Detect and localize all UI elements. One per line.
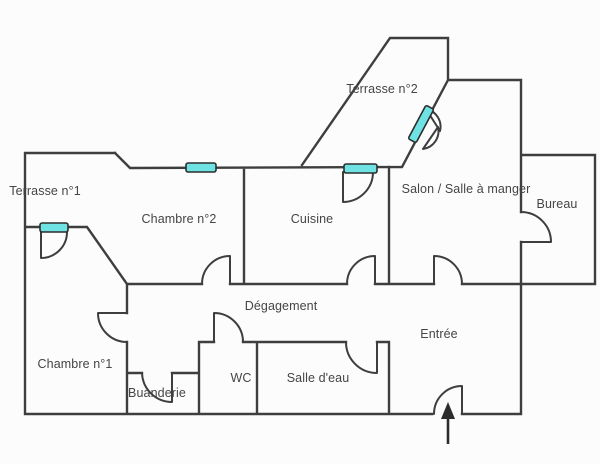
window-terrasse-1 [39, 222, 69, 233]
windows [39, 105, 434, 233]
room-label-buanderie: Buanderie [128, 386, 186, 400]
window-cuisine [343, 163, 378, 174]
room-label-salle-deau: Salle d'eau [286, 371, 350, 385]
room-label-salon: Salon / Salle à manger [401, 182, 531, 196]
room-label-degagement: Dégagement [244, 299, 318, 313]
room-label-terrasse-2: Terrasse n°2 [346, 82, 418, 96]
door-swings [40, 171, 552, 415]
door-cuisine-to-terrasse-2 [342, 171, 374, 203]
window-chambre-2 [185, 162, 217, 173]
walls [23, 36, 597, 416]
door-bureau [520, 211, 552, 243]
door-wc [213, 312, 244, 343]
door-chambre-1 [97, 312, 128, 343]
room-label-chambre-1: Chambre n°1 [37, 357, 113, 371]
room-label-bureau: Bureau [536, 197, 578, 211]
entrance-arrow [441, 402, 455, 444]
room-label-wc: WC [230, 371, 252, 385]
door-chambre-2 [201, 255, 231, 285]
door-leaf-lower [422, 126, 440, 150]
door-terrasse-1-to-chambre-1 [40, 231, 68, 259]
room-label-cuisine: Cuisine [290, 212, 334, 226]
door-salle-deau [345, 341, 378, 374]
room-label-chambre-2: Chambre n°2 [141, 212, 217, 226]
window-terrasse-2-diagonal [408, 105, 434, 143]
door-buanderie [141, 372, 173, 403]
room-label-terrasse-1: Terrasse n°1 [9, 184, 81, 198]
door-salon [433, 255, 463, 285]
door-cuisine [346, 255, 376, 285]
door-main-entrance [433, 385, 463, 415]
room-label-entree: Entrée [420, 327, 458, 341]
